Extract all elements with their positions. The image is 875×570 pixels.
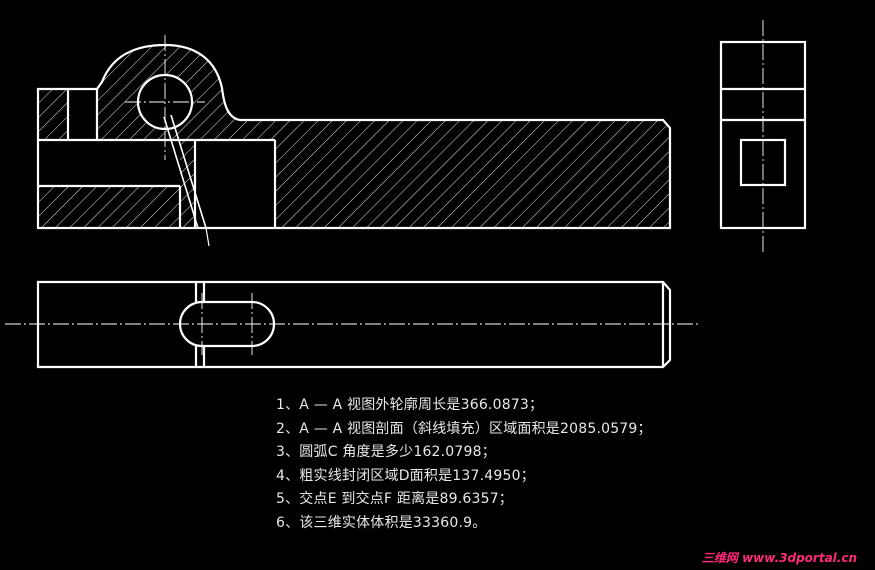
- inclined-edge: [205, 227, 210, 247]
- side-outline: [719, 40, 807, 230]
- note-6: 6、该三维实体体积是33360.9。: [276, 514, 487, 531]
- top-view: [36, 280, 672, 369]
- section-view-a-a: [36, 43, 672, 247]
- note-4: 4、粗实线封闭区域D面积是137.4950；: [276, 467, 535, 484]
- centerlines-front: [125, 35, 205, 160]
- centerlines-top: [5, 293, 700, 355]
- watermark-cn: 三维网: [701, 551, 738, 565]
- site-watermark: 三维网 www.3dportal.cn: [702, 549, 857, 566]
- note-1: 1、A — A 视图外轮廓周长是366.0873；: [276, 397, 544, 413]
- inclined-edge: [170, 114, 207, 229]
- front-outline: [36, 43, 672, 230]
- top-outline: [36, 280, 672, 369]
- note-2: 2、A — A 视图剖面（斜线填充）区域面积是2085.0579；: [276, 420, 652, 437]
- inclined-edge: [163, 116, 199, 229]
- watermark-url: www.3dportal.cn: [742, 551, 857, 565]
- hatched-section-area: [38, 45, 670, 228]
- note-3: 3、圆弧C 角度是多少162.0798；: [276, 444, 496, 461]
- note-5: 5、交点E 到交点F 距离是89.6357；: [276, 491, 513, 508]
- question-notes: 1、A — A 视图外轮廓周长是366.0873； 2、A — A 视图剖面（斜…: [276, 394, 652, 536]
